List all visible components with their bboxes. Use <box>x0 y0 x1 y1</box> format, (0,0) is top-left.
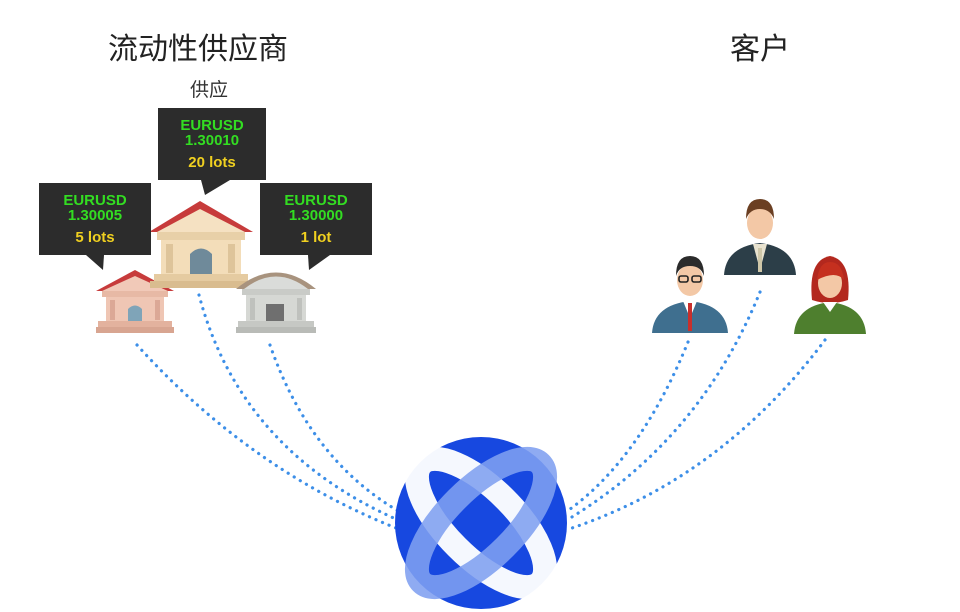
bank-icon <box>236 272 316 333</box>
liquidity-providers-title: 流动性供应商 <box>108 32 288 67</box>
bank-icon <box>96 270 174 333</box>
quote-bubble-top: EURUSD 1.30010 20 lots <box>158 108 266 180</box>
connector-client-1 <box>564 340 690 514</box>
quote-bubble-left: EURUSD 1.30005 5 lots <box>39 183 151 255</box>
hub-logo-icon <box>395 437 567 609</box>
woman-icon <box>794 256 866 334</box>
connector-provider-3 <box>268 343 402 514</box>
quote-price: 1.30005 <box>67 207 123 224</box>
quote-symbol: EURUSD <box>63 192 127 209</box>
quote-bubble-right: EURUSD 1.30000 1 lot <box>260 183 372 255</box>
quote-symbol: EURUSD <box>180 117 244 134</box>
connector-client-2 <box>565 290 762 522</box>
quote-lots: 5 lots <box>75 229 115 246</box>
quote-price: 1.30010 <box>184 132 240 149</box>
bubble-tail-1 <box>201 180 230 195</box>
quote-symbol: EURUSD <box>284 192 348 209</box>
bubble-tail-3 <box>308 255 330 270</box>
quote-lots: 1 lot <box>300 229 332 246</box>
supply-label: 供应 <box>190 79 229 101</box>
quote-lots: 20 lots <box>188 154 236 171</box>
connector-lines <box>135 290 827 532</box>
bank-icon <box>149 201 253 288</box>
connector-client-3 <box>564 338 827 532</box>
connector-provider-1 <box>135 343 398 530</box>
quote-price: 1.30000 <box>288 207 344 224</box>
bubble-tail-2 <box>86 255 104 270</box>
man-with-glasses-icon <box>652 256 728 333</box>
clients-title: 客户 <box>730 32 790 67</box>
businessman-icon <box>724 199 796 275</box>
